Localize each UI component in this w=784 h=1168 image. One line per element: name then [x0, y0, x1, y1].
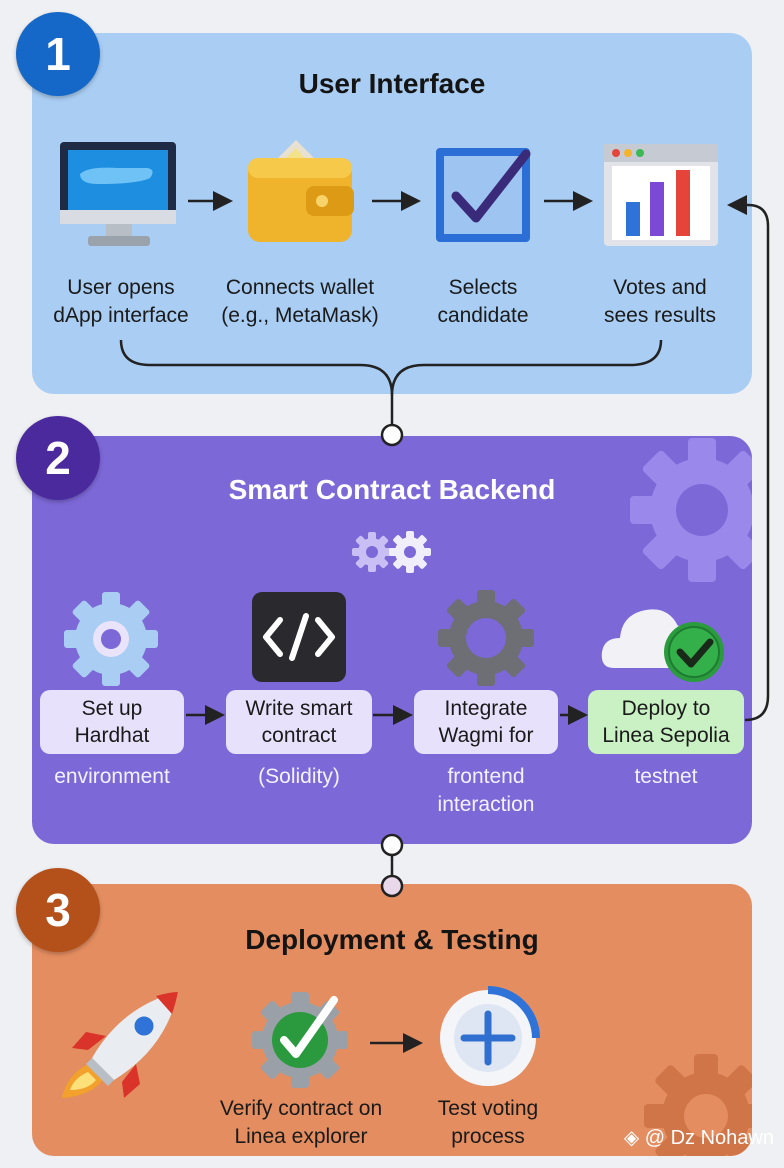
- decorative-gear-icon: [630, 438, 752, 582]
- code-icon: [252, 592, 346, 682]
- section-title: Deployment & Testing: [245, 924, 539, 955]
- gear-check-icon: [252, 992, 348, 1088]
- section-number-badge: 2: [16, 416, 100, 500]
- step-sublabel: testnet: [634, 765, 698, 788]
- section-title: User Interface: [298, 68, 486, 99]
- section-number-badge: 3: [16, 868, 100, 952]
- step-sublabel: environment: [54, 765, 170, 788]
- monitor-icon: [60, 142, 176, 246]
- gear-icon: [438, 590, 534, 686]
- section-number-badge: 1: [16, 12, 100, 96]
- rocket-icon: [62, 992, 178, 1098]
- gear-icon: [64, 592, 158, 686]
- diamond-logo-icon: ◈: [623, 1127, 645, 1149]
- plus-circle-icon: [440, 986, 540, 1086]
- cloud-check-icon: [601, 609, 724, 682]
- bar-chart-icon: [604, 144, 718, 246]
- checkbox-icon: [436, 148, 531, 242]
- step-sublabel: (Solidity): [258, 765, 340, 788]
- wallet-icon: [248, 140, 354, 242]
- decorative-gear-icon: [644, 1054, 752, 1156]
- gears-icon: [352, 531, 431, 573]
- step-label: Connects wallet(e.g., MetaMask): [221, 276, 379, 327]
- section-title: Smart Contract Backend: [228, 474, 556, 505]
- watermark: ◈ @ Dz Nohawn: [623, 1127, 774, 1149]
